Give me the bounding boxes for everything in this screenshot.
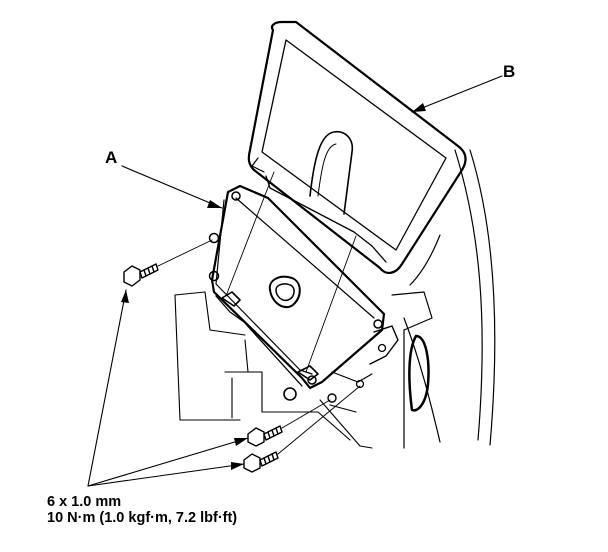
vehicle-body-outline (391, 149, 496, 449)
bolt-upper (123, 263, 159, 287)
bolt-specification: 6 x 1.0 mm 10 N·m (1.0 kgf·m, 7.2 lbf·ft… (47, 494, 237, 526)
part-a-control-unit (208, 184, 399, 403)
callout-label-a: A (105, 148, 118, 167)
bolt-lower (243, 451, 279, 473)
callout-leaders (87, 75, 503, 487)
floor-outline (174, 291, 373, 449)
bolt-middle (247, 425, 283, 447)
alignment-lines (225, 171, 357, 373)
callout-arrowheads (121, 103, 426, 470)
callout-label-b: B (503, 62, 516, 81)
bolt-path-lines (157, 239, 361, 455)
bolt-size-text: 6 x 1.0 mm (47, 494, 122, 510)
torque-text: 10 N·m (1.0 kgf·m, 7.2 lbf·ft) (47, 510, 238, 526)
part-b-cover-panel (247, 20, 467, 274)
